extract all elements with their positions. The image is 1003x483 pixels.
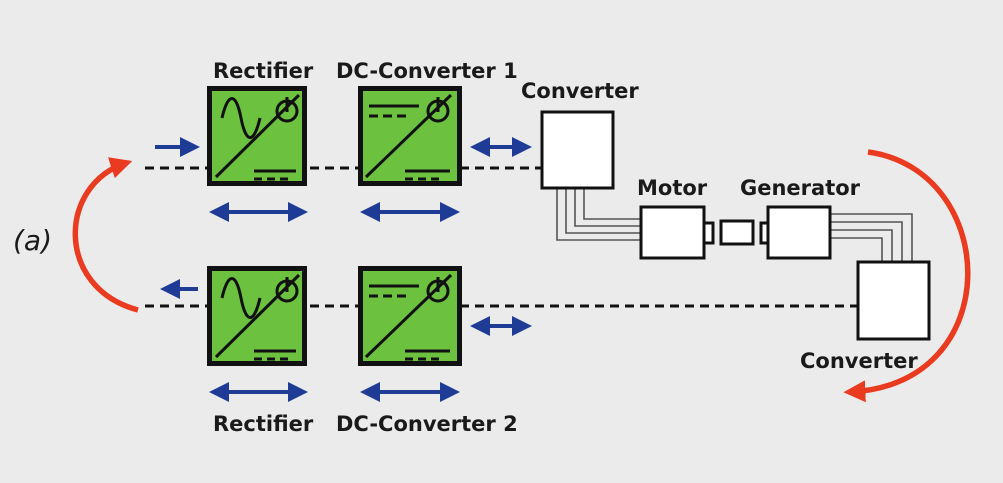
ac-sine-icon (220, 277, 262, 319)
converter-block-top (540, 110, 615, 190)
motor-label: Motor (637, 176, 708, 200)
motor-block (639, 205, 715, 260)
converter-top-label: Converter (521, 79, 639, 103)
dc-symbol-icon (369, 104, 419, 118)
power-icon (426, 97, 450, 123)
generator-label: Generator (740, 176, 861, 200)
converter-bottom-label: Converter (800, 349, 918, 373)
rectifier-top-label: Rectifier (213, 59, 314, 83)
rectifier-module-top (207, 86, 307, 186)
dc-converter-1-module (358, 86, 462, 186)
curved-arrow-right-icon (843, 149, 971, 403)
power-icon (426, 277, 450, 303)
case-label: (a) (13, 224, 53, 257)
power-icon (275, 97, 299, 123)
power-icon (275, 277, 299, 303)
shaft-coupling (719, 219, 755, 246)
converter-block-bottom (856, 260, 931, 341)
rectifier-bottom-label: Rectifier (213, 412, 314, 436)
dc-symbol-icon (369, 284, 419, 298)
ac-sine-icon (220, 97, 262, 139)
generator-block (759, 205, 832, 260)
dc-converter-1-label: DC-Converter 1 (336, 59, 518, 83)
generator-converter-wires (830, 213, 913, 262)
rectifier-module-bottom (207, 266, 307, 366)
dc-converter-2-label: DC-Converter 2 (336, 412, 518, 436)
converter-motor-wires (556, 188, 641, 241)
curved-arrow-left-icon (72, 157, 139, 313)
dc-converter-2-module (358, 266, 462, 366)
